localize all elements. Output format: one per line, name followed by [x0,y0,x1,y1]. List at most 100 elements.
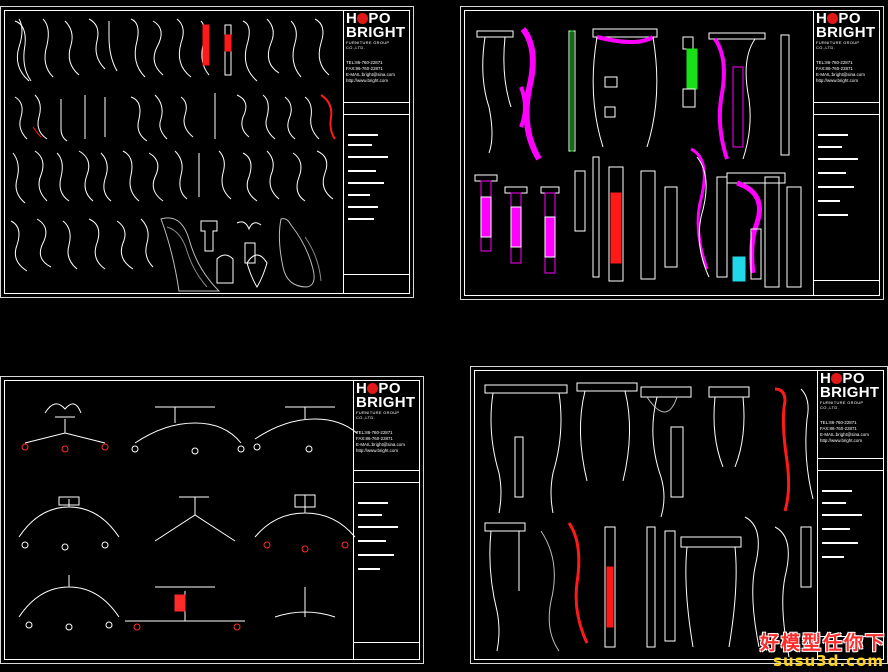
contact-info: TEL:86-760-22871 FAX:86-760-22871 E-MAIL… [816,60,878,84]
carved-legs-sheet: H PO BRIGHT FURNITURE GROUP CO.,LTD. TEL:… [0,6,414,298]
ornate-legs-drawing [484,382,814,658]
logo-dot-icon [831,373,843,384]
spec-line [818,214,848,216]
spec-line [358,502,388,504]
contact-info: TEL:86-760-22871 FAX:86-760-22871 E-MAIL… [346,60,408,84]
company-logo: H PO BRIGHT FURNITURE GROUP CO.,LTD. [820,370,882,410]
company-logo: H PO BRIGHT FURNITURE GROUP CO.,LTD. [346,10,408,50]
chair-base-row-2 [18,494,356,553]
spec-line [822,514,862,516]
title-row [354,482,420,495]
carved-legs-drawing [10,18,336,292]
bottom-legs [474,147,802,288]
title-row [354,642,420,655]
title-row [354,470,420,483]
tel-text: TEL:86-760-22871 [356,430,393,435]
spec-line [818,146,842,148]
spec-line [348,206,378,208]
web-text: http://www.bright.com [356,448,398,453]
drawing-frame [4,10,410,294]
email-text: E-MAIL:bright@sina.com [356,442,405,447]
spec-line [822,528,850,530]
logo-main-text: BRIGHT [820,384,880,401]
drawing-frame [464,10,880,296]
spec-line [348,218,374,220]
logo-po: PO [838,10,862,27]
web-text: http://www.bright.com [346,78,388,83]
logo-po: PO [842,370,866,387]
leg-row-4 [10,217,322,292]
spec-line [348,144,372,146]
web-text: http://www.bright.com [816,78,858,83]
leg-row-2 [14,93,336,142]
drawing-frame [4,380,420,660]
email-text: E-MAIL:bright@sina.com [820,432,869,437]
logo-dot-icon [367,383,379,394]
spec-line [822,502,846,504]
title-row [814,280,880,293]
logo-h: H [820,370,832,387]
title-row [344,102,410,115]
watermark-slogan: 好模型任你下 [759,632,886,654]
drawing-frame [474,370,884,660]
leg-row-1 [14,18,330,82]
logo-subtitle: FURNITURE GROUP CO.,LTD. [816,40,860,50]
table-legs-drawing [474,27,802,288]
spec-line [358,540,386,542]
spec-line [358,514,382,516]
logo-h: H [346,10,358,27]
spec-line [358,568,380,570]
title-row [818,458,884,471]
logo-main-text: BRIGHT [816,24,876,41]
ornate-row-2 [484,516,812,658]
ornate-row-1 [484,382,814,518]
title-block: H PO BRIGHT FURNITURE GROUP CO.,LTD. TEL:… [343,10,410,294]
title-row [814,102,880,115]
fax-text: FAX:86-760-22871 [356,436,393,441]
logo-po: PO [368,10,392,27]
logo-main-text: BRIGHT [356,394,416,411]
email-text: E-MAIL:bright@sina.com [816,72,865,77]
spec-line [822,556,844,558]
spec-line [358,526,398,528]
spec-line [348,170,376,172]
contact-info: TEL:86-760-22871 FAX:86-760-22871 E-MAIL… [356,430,418,454]
web-text: http://www.bright.com [820,438,862,443]
spec-line [348,156,388,158]
logo-po: PO [378,380,402,397]
email-text: E-MAIL:bright@sina.com [346,72,395,77]
logo-main-text: BRIGHT [346,24,406,41]
title-row [818,470,884,483]
chair-base-row-3 [18,575,336,631]
logo-subtitle: FURNITURE GROUP CO.,LTD. [346,40,390,50]
spec-line [818,172,846,174]
chair-bases-drawing [18,403,357,631]
spec-line [348,194,370,196]
fax-text: FAX:86-760-22871 [816,66,853,71]
tel-text: TEL:86-760-22871 [816,60,853,65]
watermark-url: susu3d.com [773,652,884,670]
fax-text: FAX:86-760-22871 [820,426,857,431]
spec-line [348,134,378,136]
title-block: H PO BRIGHT FURNITURE GROUP CO.,LTD. TEL:… [817,370,884,660]
tel-text: TEL:86-760-22871 [820,420,857,425]
logo-dot-icon [827,13,839,24]
logo-h: H [356,380,368,397]
spec-line [818,158,858,160]
ornate-legs-sheet: H PO BRIGHT FURNITURE GROUP CO.,LTD. TEL:… [470,366,888,664]
title-row [814,114,880,127]
contact-info: TEL:86-760-22871 FAX:86-760-22871 E-MAIL… [820,420,882,444]
title-row [344,274,410,287]
logo-subtitle: FURNITURE GROUP CO.,LTD. [820,400,864,410]
spec-line [348,182,384,184]
spec-line [818,186,854,188]
leg-row-3 [12,150,334,204]
title-row [818,636,884,649]
logo-dot-icon [357,13,369,24]
spec-line [822,542,858,544]
